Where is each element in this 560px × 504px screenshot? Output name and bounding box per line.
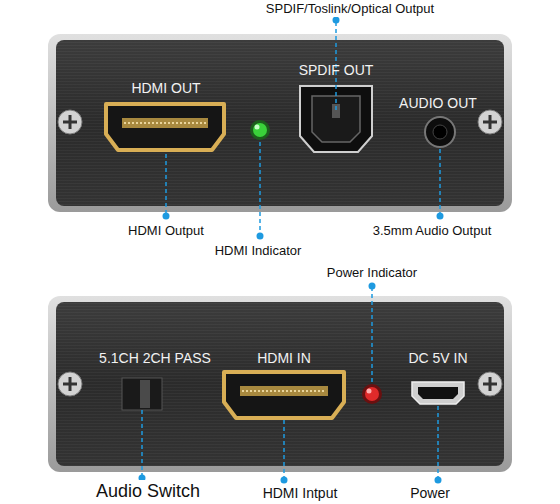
- micro-usb-port: [412, 382, 464, 404]
- hdmi-port: [106, 104, 224, 150]
- panel-face: [56, 302, 504, 466]
- power-led: [362, 384, 382, 404]
- audio-switch: [122, 378, 162, 410]
- callout-label: Power: [408, 484, 452, 502]
- hdmi-port: [224, 372, 344, 418]
- panel-face: [56, 40, 504, 206]
- device-panel: HDMI OUT SPDIF OUT AUDIO OUT: [56, 40, 504, 206]
- callout-label: 3.5mm Audio Output: [371, 222, 494, 239]
- audio-jack: [425, 117, 455, 147]
- port-label: AUDIO OUT: [399, 95, 477, 111]
- screw: [58, 110, 502, 396]
- callout-label: Power Indicator: [325, 264, 419, 281]
- callout-label: SPDIF/Toslink/Optical Output: [264, 0, 436, 17]
- callout-label: HDMI Output: [126, 222, 206, 239]
- port-label: DC 5V IN: [408, 350, 467, 366]
- port-label: HDMI IN: [257, 350, 311, 366]
- hdmi-led: [250, 120, 270, 140]
- callout-label: Audio Switch: [94, 480, 202, 502]
- panel-texture: [56, 40, 504, 206]
- panel-texture: [56, 302, 504, 466]
- device-panel: 5.1CH 2CH PASS HDMI IN DC 5V IN: [56, 302, 504, 466]
- callout-label: HDMI Indicator: [213, 242, 304, 259]
- panel-frame: [48, 34, 512, 212]
- callout-label: HDMI Intput: [261, 484, 340, 502]
- port-label: 5.1CH 2CH PASS: [99, 350, 211, 366]
- port-label: SPDIF OUT: [299, 62, 374, 78]
- panel-frame: [48, 296, 512, 472]
- port-label: HDMI OUT: [131, 80, 200, 96]
